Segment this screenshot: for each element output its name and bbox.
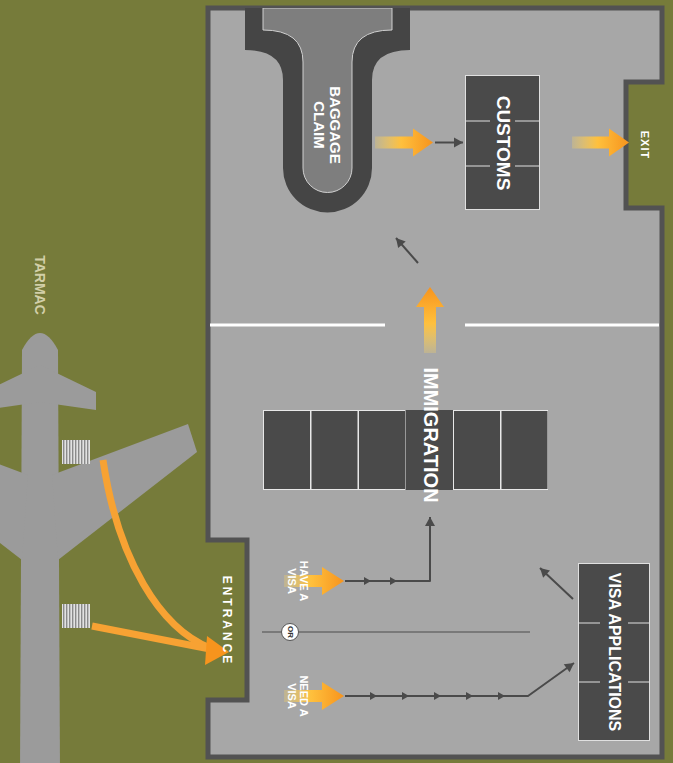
orange-arrow (375, 129, 433, 157)
node-label: IMMIGRATION (420, 367, 441, 502)
flow-arrow (572, 129, 629, 157)
area-label: TARMAC (33, 255, 48, 315)
or-circle: OR (281, 623, 299, 641)
orange-arrow (572, 129, 629, 157)
arrow-head (466, 692, 473, 700)
flow-line (396, 238, 418, 263)
walk-path (103, 460, 210, 648)
booth (264, 411, 311, 490)
node-label: ENTRANCE (221, 575, 234, 666)
airplane (0, 333, 197, 763)
flow-arrow (375, 129, 463, 157)
flow-arrow (345, 517, 435, 585)
visa-desk: VISA APPLICATIONS (578, 563, 650, 741)
flow-arrow (396, 238, 444, 353)
lane-label: HAVE A VISA (280, 545, 314, 617)
arrow-head (498, 692, 505, 700)
divider (466, 166, 490, 167)
belt-core (263, 8, 392, 193)
booth (454, 411, 501, 490)
booth (311, 411, 358, 490)
wing (0, 424, 28, 560)
flow-line (345, 663, 574, 696)
arrow-head (540, 568, 550, 578)
divider (515, 121, 539, 122)
arrow-head (402, 692, 409, 700)
arrow-head (370, 692, 377, 700)
exit-door: EXIT (627, 84, 661, 206)
arrow-head (425, 517, 435, 526)
arrow-head (364, 577, 371, 585)
belt (245, 8, 410, 213)
stairs (62, 604, 90, 628)
arrow-head (564, 663, 574, 672)
stabilizer (0, 365, 40, 410)
booth (501, 411, 548, 490)
flow-arrow (540, 568, 573, 599)
stabilizer (40, 365, 96, 410)
immigration-booths: IMMIGRATION (263, 355, 548, 515)
divider-line (210, 324, 385, 327)
divider-line (465, 324, 659, 327)
node-label: OR (286, 626, 294, 638)
node-label: EXIT (638, 131, 650, 159)
divider (466, 121, 490, 122)
divider (515, 166, 539, 167)
lane-label: NEED A VISA (280, 660, 314, 732)
lane-line (262, 631, 530, 633)
node-label: NEED A VISA (285, 672, 308, 720)
divider (579, 682, 600, 683)
node-label: CUSTOMS (493, 95, 513, 190)
arrow-head (396, 238, 406, 248)
walk-path (92, 626, 210, 649)
divider (628, 623, 649, 624)
node-label: VISA APPLICATIONS (606, 573, 623, 732)
arrow-head (454, 138, 463, 148)
flow-line (540, 568, 573, 599)
arrow-head (434, 692, 441, 700)
stairs (62, 440, 90, 464)
node-label: BAGGAGE CLAIM (311, 83, 343, 168)
node-label: HAVE A VISA (285, 557, 308, 605)
arrow-head (390, 577, 397, 585)
customs-desk: CUSTOMS (465, 75, 540, 210)
entrance-door: ENTRANCE (209, 543, 245, 698)
orange-arrow (416, 287, 444, 353)
divider (579, 623, 600, 624)
booth-row (263, 355, 548, 515)
flow-arrow (345, 663, 574, 700)
terminal-building (208, 8, 662, 757)
divider (628, 682, 649, 683)
booth (359, 411, 406, 490)
baggage-carousel: BAGGAGE CLAIM (245, 8, 410, 213)
flow-line (345, 517, 430, 581)
